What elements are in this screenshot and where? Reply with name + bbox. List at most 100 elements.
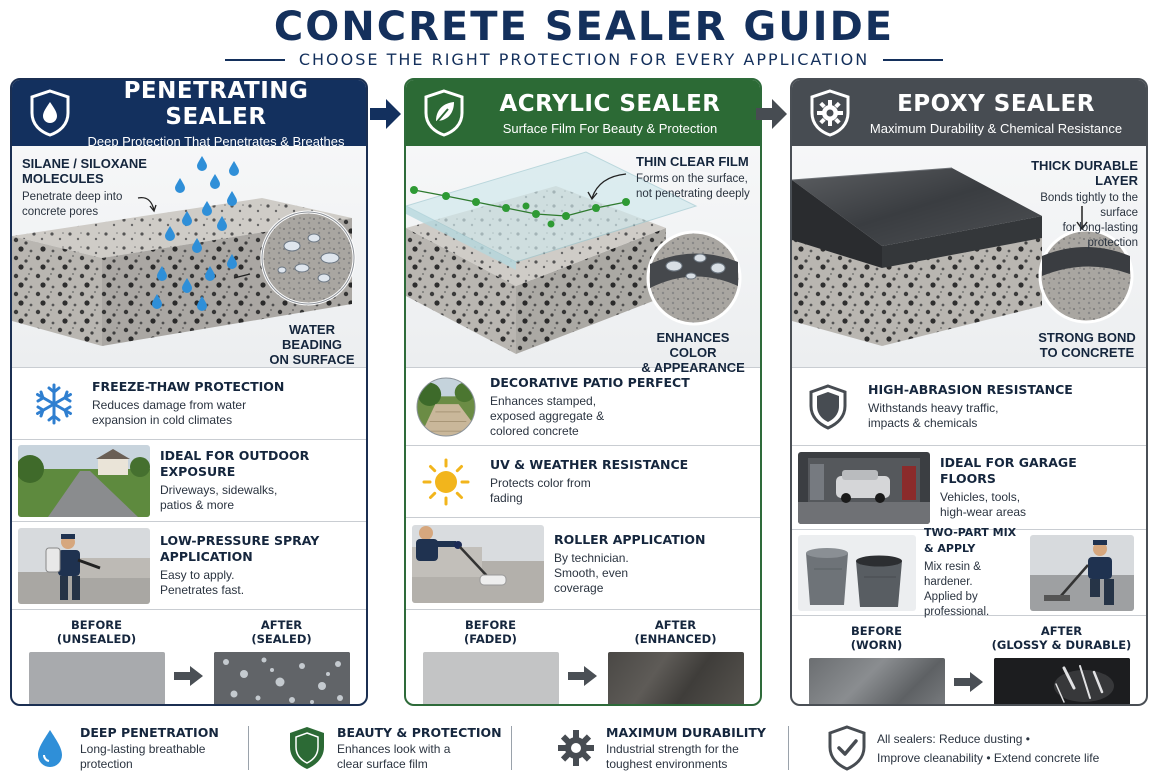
water-drop-shield-icon: [26, 88, 74, 138]
before-after: BEFORE (WORN) AFTER (GLOSSY & DURABLE): [792, 616, 1146, 704]
before-label: (WORN): [850, 638, 903, 652]
feature-desc: patios & more: [160, 498, 235, 512]
check-shield-icon: [817, 725, 877, 771]
gear-shield-icon: [806, 88, 854, 138]
feature-garage: IDEAL FOR GARAGE FLOORS Vehicles, tools,…: [792, 446, 1146, 530]
feature-uv: UV & WEATHER RESISTANCE Protects color f…: [406, 446, 760, 518]
feature-two-part: TWO-PART MIX & APPLY Mix resin & hardene…: [792, 526, 1146, 618]
panel-title: PENETRATING SEALER: [123, 78, 309, 130]
footer-item-penetration: DEEP PENETRATION Long-lasting breathable…: [0, 718, 248, 778]
feature-desc: impacts & chemicals: [868, 416, 978, 430]
epoxy-sealer-panel: EPOXY SEALER Maximum Durability & Chemic…: [790, 78, 1148, 706]
feature-desc: coverage: [554, 580, 604, 595]
gear-icon: [546, 728, 606, 768]
penetrating-illustration: SILANE / SILOXANE MOLECULES Penetrate de…: [12, 146, 366, 368]
feature-desc: Reduces damage from water: [92, 398, 247, 412]
sun-icon: [416, 458, 476, 506]
panel-header: ACRYLIC SEALER Surface Film For Beauty &…: [406, 80, 760, 146]
feature-desc: Mix resin & hardener.: [924, 561, 981, 588]
panel-title: EPOXY SEALER: [897, 90, 1095, 117]
footer-desc: toughest environments: [606, 756, 728, 771]
epoxy-illustration: THICK DURABLE LAYER Bonds tightly to the…: [792, 146, 1146, 368]
feature-desc: Applied by: [924, 591, 978, 603]
mix-buckets-photo: [798, 534, 916, 611]
after-label: (SEALED): [251, 632, 312, 646]
divider: [248, 726, 249, 770]
footer-desc: All sealers: Reduce dusting •: [877, 732, 1030, 746]
feature-title: TWO-PART MIX & APPLY: [924, 526, 1017, 555]
after-swatch: [607, 652, 744, 704]
footer-desc: protection: [80, 756, 133, 771]
after-label: AFTER: [1040, 624, 1083, 638]
footer-item-durability: MAXIMUM DURABILITY Industrial strength f…: [512, 718, 788, 778]
before-after: BEFORE (FADED) AFTER (ENHANCED): [406, 610, 760, 704]
divider: [788, 726, 789, 770]
right-arrow-icon: [949, 624, 989, 704]
feature-spray: LOW-PRESSURE SPRAY APPLICATION Easy to a…: [12, 522, 366, 610]
callout-desc: concrete pores: [22, 206, 99, 218]
panel-subtitle: Surface Film For Beauty & Protection: [502, 120, 718, 136]
enhances-color-callout: ENHANCES COLOR & APPEARANCE: [638, 330, 748, 375]
feature-title: FREEZE-THAW PROTECTION: [92, 379, 285, 394]
panel-header: EPOXY SEALER Maximum Durability & Chemic…: [792, 80, 1146, 146]
feature-desc: professional.: [924, 606, 990, 618]
callout-title: WATER BEADING: [282, 322, 342, 352]
callout-title: ON SURFACE: [269, 352, 355, 367]
feature-roller: ROLLER APPLICATION By technician. Smooth…: [406, 518, 760, 610]
right-arrow-icon: [563, 618, 603, 704]
feature-desc: Driveways, sidewalks,: [160, 483, 278, 497]
molecules-callout: SILANE / SILOXANE MOLECULES Penetrate de…: [22, 156, 147, 220]
next-arrow-icon: [370, 99, 401, 129]
acrylic-illustration: THIN CLEAR FILM Forms on the surface, no…: [406, 146, 760, 375]
feature-desc: By technician.: [554, 550, 629, 565]
feature-outdoor: IDEAL FOR OUTDOOR EXPOSURE Driveways, si…: [12, 440, 366, 522]
green-shield-icon: [277, 725, 337, 771]
divider: [224, 58, 285, 61]
panel-subtitle: Deep Protection That Penetrates & Breath…: [87, 133, 345, 149]
feature-desc: Vehicles, tools,: [940, 490, 1021, 504]
after-label: AFTER: [654, 618, 697, 632]
footer-title: DEEP PENETRATION: [80, 724, 219, 740]
feature-desc: high-wear areas: [940, 505, 1027, 519]
footer-title: BEAUTY & PROTECTION: [337, 724, 502, 740]
roller-worker-photo: [412, 524, 544, 603]
after-swatch: [993, 658, 1130, 704]
feature-title: APPLICATION: [160, 549, 253, 564]
footer-desc: Industrial strength for the: [606, 741, 739, 756]
penetrating-sealer-panel: PENETRATING SEALER Deep Protection That …: [10, 78, 368, 706]
after-label: (ENHANCED): [634, 632, 717, 646]
feature-title: FLOORS: [940, 471, 996, 486]
callout-desc: for long-lasting protection: [1062, 222, 1138, 249]
callout-title: STRONG BOND: [1038, 330, 1136, 345]
callout-title: MOLECULES: [22, 171, 104, 186]
callout-desc: Bonds tightly to the surface: [1040, 192, 1138, 219]
before-label: (UNSEALED): [56, 632, 137, 646]
callout-title: THIN CLEAR FILM: [636, 154, 749, 169]
footer-desc: clear surface film: [337, 756, 428, 771]
subtitle-row: CHOOSE THE RIGHT PROTECTION FOR EVERY AP…: [0, 50, 1168, 69]
callout-title: THICK DURABLE LAYER: [1031, 158, 1138, 188]
feature-desc: Smooth, even: [554, 565, 629, 580]
feature-title: IDEAL FOR OUTDOOR: [160, 448, 310, 463]
callout-title: ENHANCES COLOR: [656, 330, 730, 360]
feature-title: ROLLER APPLICATION: [554, 531, 706, 547]
callout-title: & APPEARANCE: [641, 360, 745, 375]
feature-desc: Penetrates fast.: [160, 583, 245, 597]
feature-desc: colored concrete: [490, 423, 579, 438]
garage-photo: [798, 451, 930, 524]
callout-desc: not penetrating deeply: [636, 188, 750, 200]
feature-desc: expansion in cold climates: [92, 413, 233, 427]
driveway-photo: [18, 444, 150, 517]
water-beading-callout: WATER BEADING ON SURFACE: [262, 322, 362, 367]
callout-title: SILANE / SILOXANE: [22, 156, 147, 171]
spray-worker-photo: [18, 527, 150, 604]
feature-abrasion: HIGH-ABRASION RESISTANCE Withstands heav…: [792, 368, 1146, 446]
before-label: BEFORE: [465, 618, 516, 632]
feature-title: DECORATIVE PATIO PERFECT: [490, 374, 690, 390]
before-swatch: [28, 652, 165, 704]
right-arrow-icon: [169, 618, 209, 704]
footer-item-beauty: BEAUTY & PROTECTION Enhances look with a…: [249, 718, 511, 778]
before-after: BEFORE (UNSEALED) AFTER (SEALED): [12, 610, 366, 704]
water-drop-icon: [20, 728, 80, 768]
thin-film-callout: THIN CLEAR FILM Forms on the surface, no…: [636, 154, 750, 202]
